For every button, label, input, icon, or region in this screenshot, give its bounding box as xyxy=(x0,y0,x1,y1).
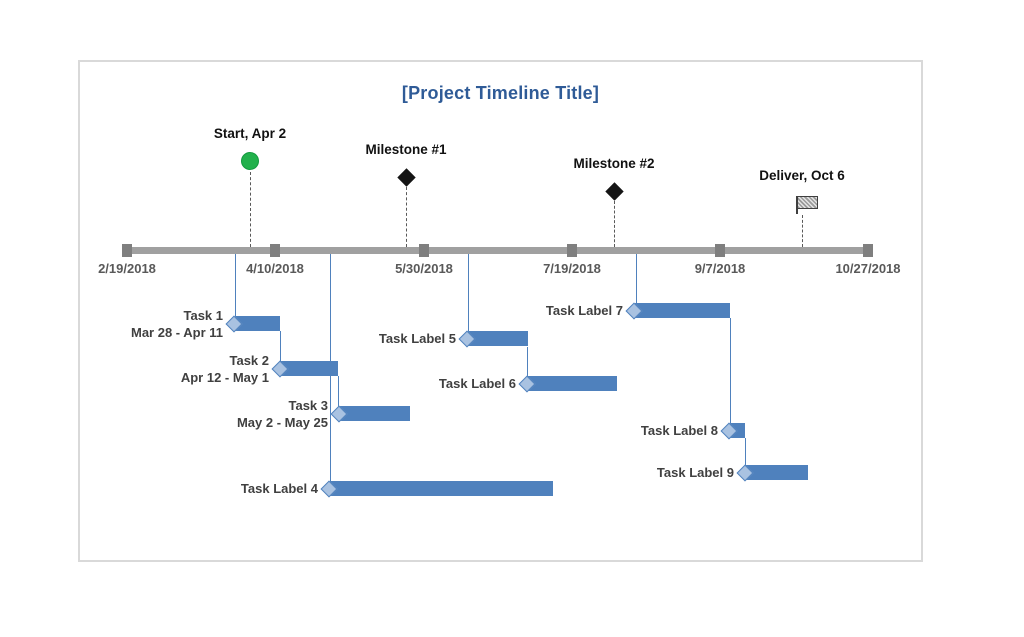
milestone-callout-line xyxy=(802,215,803,247)
axis-date-label: 2/19/2018 xyxy=(98,261,156,276)
milestone-label: Start, Apr 2 xyxy=(213,126,287,141)
task-leader-line xyxy=(636,254,637,305)
axis-tick xyxy=(863,244,873,257)
task-name: Task Label 6 xyxy=(438,376,516,391)
task-name: Task Label 4 xyxy=(240,481,318,496)
task-leader-line xyxy=(527,347,528,378)
task-label: Task Label 9 xyxy=(657,464,734,481)
task-date-range: Mar 28 - Apr 11 xyxy=(130,324,223,340)
task-name: Task 2 xyxy=(229,352,269,368)
milestone-callout-line xyxy=(614,201,615,247)
task-bar xyxy=(340,406,410,421)
task-leader-line xyxy=(338,376,339,408)
task-bar xyxy=(235,316,280,331)
axis-tick xyxy=(419,244,429,257)
task-name: Task Label 5 xyxy=(378,331,456,346)
task-date-range: Apr 12 - May 1 xyxy=(180,369,269,385)
task-name: Task Label 8 xyxy=(640,423,718,438)
axis-tick xyxy=(122,244,132,257)
task-name: Task 1 xyxy=(183,307,223,323)
task-leader-line xyxy=(280,331,281,363)
axis-tick xyxy=(715,244,725,257)
task-name: Task 3 xyxy=(288,397,328,413)
milestone-label: Milestone #2 xyxy=(573,156,655,171)
task-name: Task Label 9 xyxy=(656,465,734,480)
start-milestone-circle-icon xyxy=(241,152,259,170)
chart-title: [Project Timeline Title] xyxy=(401,83,600,103)
task-label: Task Label 5 xyxy=(379,330,456,347)
task-label: Task Label 4 xyxy=(241,480,318,497)
task-date-range: May 2 - May 25 xyxy=(236,414,328,430)
task-label: Task Label 7 xyxy=(546,302,623,319)
task-bar xyxy=(635,303,730,318)
task-bar xyxy=(746,465,808,480)
task-bar xyxy=(330,481,553,496)
timeline-axis xyxy=(122,247,873,254)
task-bar xyxy=(528,376,617,391)
axis-date-label: 5/30/2018 xyxy=(395,261,453,276)
task-leader-line xyxy=(235,254,236,318)
task-label: Task Label 8 xyxy=(641,422,718,439)
axis-tick xyxy=(270,244,280,257)
milestone-callout-line xyxy=(406,187,407,247)
deliver-flag-icon xyxy=(797,196,818,209)
task-leader-line xyxy=(745,438,746,467)
task-leader-line xyxy=(468,254,469,333)
task-label: Task Label 6 xyxy=(439,375,516,392)
task-bar xyxy=(468,331,528,346)
task-name: Task Label 7 xyxy=(545,303,623,318)
task-leader-line xyxy=(730,318,731,425)
milestone-label: Milestone #1 xyxy=(365,142,447,157)
axis-date-label: 10/27/2018 xyxy=(835,261,901,276)
axis-date-label: 4/10/2018 xyxy=(246,261,304,276)
task-bar xyxy=(281,361,338,376)
axis-tick xyxy=(567,244,577,257)
axis-date-label: 9/7/2018 xyxy=(694,261,746,276)
milestone-label: Deliver, Oct 6 xyxy=(759,168,845,183)
milestone-callout-line xyxy=(250,172,251,247)
axis-date-label: 7/19/2018 xyxy=(543,261,601,276)
